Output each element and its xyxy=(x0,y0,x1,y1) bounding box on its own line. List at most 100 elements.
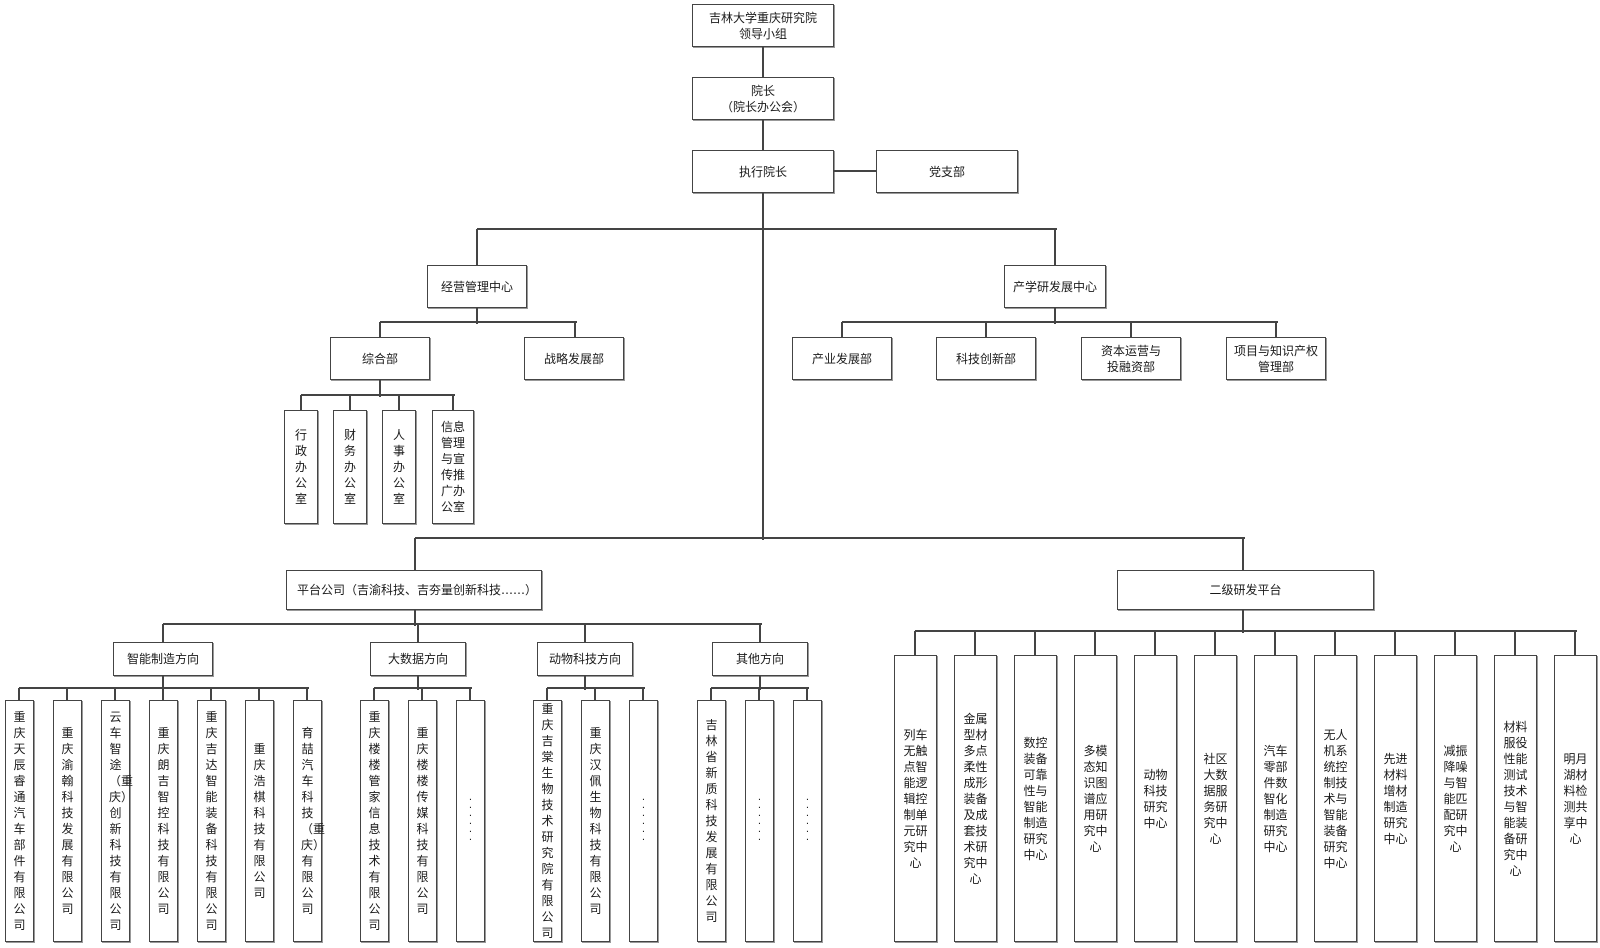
president-node: 院长 （院长办公会） xyxy=(692,77,834,120)
connector xyxy=(19,687,309,689)
research-center-node: 材料服役性能测试技术与智能装备研究中心 xyxy=(1494,655,1537,942)
operations-center-node: 经营管理中心 xyxy=(427,265,527,308)
executive-president-node-label: 执行院长 xyxy=(738,164,787,179)
company-node-label: 重庆渝翰科技发展有限公司 xyxy=(61,726,74,916)
connector xyxy=(710,688,712,702)
connector xyxy=(584,676,586,690)
connector xyxy=(914,631,916,657)
iur-center-node-label: 产学研发展中心 xyxy=(1012,279,1097,294)
direction-node-label: 大数据方向 xyxy=(387,652,448,666)
connector xyxy=(162,624,164,644)
connector xyxy=(711,687,809,689)
connector xyxy=(476,308,478,324)
connector xyxy=(300,395,302,412)
ellipsis-node: ······ xyxy=(745,700,774,942)
connector xyxy=(758,688,760,702)
connector xyxy=(974,631,976,657)
platform-company-node: 平台公司（吉渝科技、吉夯量创新科技……） xyxy=(286,570,542,610)
office-node-label: 人事办公室 xyxy=(392,428,405,506)
research-center-node-label: 列车无触点智能逻辑控制单元研究中心 xyxy=(903,727,928,870)
research-center-node: 汽车零部件数智化制造研究中心 xyxy=(1254,655,1297,942)
company-node-label: 吉林省新质科技发展有限公司 xyxy=(705,718,718,924)
connector xyxy=(398,395,400,412)
company-node-label: 育喆汽车科技（重庆）有限公司 xyxy=(301,726,326,916)
connector xyxy=(806,688,808,702)
iur-dept-node-label: 科技创新部 xyxy=(955,351,1016,366)
research-center-node: 社区大数据服务研究中心 xyxy=(1194,655,1237,942)
party-branch-node: 党支部 xyxy=(876,150,1018,193)
office-node: 行政办公室 xyxy=(284,410,318,524)
company-node: 重庆朗吉智控科技有限公司 xyxy=(149,700,178,942)
direction-node: 动物科技方向 xyxy=(537,642,633,676)
connector xyxy=(379,380,381,397)
iur-dept-node-label: 资本运营与 投融资部 xyxy=(1100,343,1161,374)
research-center-node: 数控装备可靠性与智能制造研究中心 xyxy=(1014,655,1057,942)
company-node: 重庆楼楼管家信息技术有限公司 xyxy=(360,700,389,942)
connector xyxy=(915,630,1577,632)
connector xyxy=(1274,631,1276,657)
connector xyxy=(762,193,764,540)
research-center-node-label: 金属型材多点柔性成形装备及成套技术研究中心 xyxy=(963,711,988,886)
company-node: 重庆吉棠生物技术研究院有限公司 xyxy=(533,700,562,942)
research-center-node-label: 减振降噪与智能匹配研究中心 xyxy=(1443,743,1468,854)
company-node-label: 重庆朗吉智控科技有限公司 xyxy=(157,726,170,916)
connector xyxy=(114,688,116,702)
connector xyxy=(584,624,586,644)
direction-node-label: 其他方向 xyxy=(735,652,784,666)
connector xyxy=(1275,322,1277,339)
connector xyxy=(414,538,416,572)
connector xyxy=(1242,610,1244,633)
company-node: 重庆汉佩生物科技有限公司 xyxy=(581,700,610,942)
connector xyxy=(258,688,260,702)
research-center-node: 金属型材多点柔性成形装备及成套技术研究中心 xyxy=(954,655,997,942)
connector xyxy=(417,676,419,690)
connector xyxy=(66,688,68,702)
connector xyxy=(1094,631,1096,657)
company-node-label: 重庆吉达智能装备科技有限公司 xyxy=(205,710,218,932)
iur-dept-node: 资本运营与 投融资部 xyxy=(1081,337,1181,380)
connector xyxy=(1214,631,1216,657)
ellipsis-node-label: ······ xyxy=(641,795,646,846)
office-node: 财务办公室 xyxy=(333,410,367,524)
connector xyxy=(841,322,843,339)
connector xyxy=(477,228,1057,230)
connector xyxy=(373,688,375,702)
research-center-node: 列车无触点智能逻辑控制单元研究中心 xyxy=(894,655,937,942)
research-center-node-label: 数控装备可靠性与智能制造研究中心 xyxy=(1023,735,1048,862)
ellipsis-node: ······ xyxy=(793,700,822,942)
company-node: 重庆渝翰科技发展有限公司 xyxy=(53,700,82,942)
direction-node: 大数据方向 xyxy=(370,642,466,676)
connector xyxy=(842,321,1278,323)
company-node: 吉林省新质科技发展有限公司 xyxy=(697,700,726,942)
iur-dept-node-label: 产业发展部 xyxy=(811,351,872,366)
connector xyxy=(349,395,351,412)
connector xyxy=(415,537,1245,539)
office-node: 信息管理与宣传推广办公室 xyxy=(432,410,474,524)
platform-company-node-label: 平台公司（吉渝科技、吉夯量创新科技……） xyxy=(297,583,538,597)
secondary-platform-node-label: 二级研发平台 xyxy=(1209,583,1282,597)
connector xyxy=(1394,631,1396,657)
connector xyxy=(306,688,308,702)
research-center-node-label: 动物科技研究中心 xyxy=(1143,767,1168,830)
direction-node: 其他方向 xyxy=(712,642,808,676)
research-center-node-label: 无人机系统控制技术与智能装备研究中心 xyxy=(1323,727,1348,870)
general-dept-node-label: 综合部 xyxy=(361,351,398,366)
research-center-node: 先进材料增材制造研究中心 xyxy=(1374,655,1417,942)
connector xyxy=(546,688,548,702)
connector xyxy=(379,322,381,339)
research-center-node-label: 先进材料增材制造研究中心 xyxy=(1383,751,1408,846)
connector xyxy=(1054,229,1056,267)
strategy-dept-node-label: 战略发展部 xyxy=(543,351,604,366)
company-node-label: 云车智途（重庆）创新科技有限公司 xyxy=(109,710,134,932)
research-center-node: 减振降噪与智能匹配研究中心 xyxy=(1434,655,1477,942)
iur-dept-node: 项目与知识产权 管理部 xyxy=(1226,337,1326,380)
root-node: 吉林大学重庆研究院 领导小组 xyxy=(692,4,834,47)
root-node-label: 吉林大学重庆研究院 领导小组 xyxy=(708,10,817,41)
research-center-node: 明月湖材料检测共享中心 xyxy=(1554,655,1597,942)
connector xyxy=(1574,631,1576,657)
iur-dept-node: 科技创新部 xyxy=(936,337,1036,380)
office-node-label: 信息管理与宣传推广办公室 xyxy=(440,420,465,514)
direction-node-label: 智能制造方向 xyxy=(126,652,199,666)
connector xyxy=(759,676,761,690)
strategy-dept-node: 战略发展部 xyxy=(524,337,624,380)
